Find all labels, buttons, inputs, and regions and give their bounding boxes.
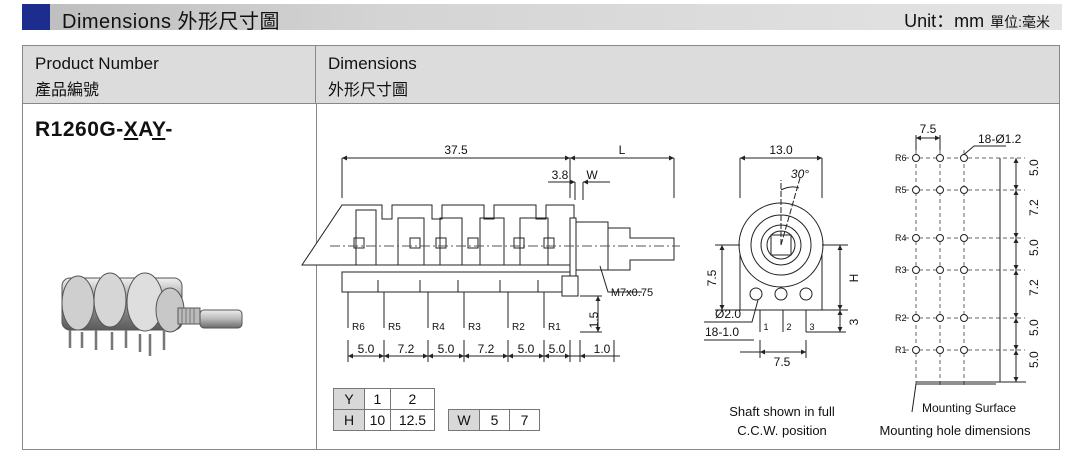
table-row: Y 1 2 — [333, 388, 436, 410]
col-header-product-en: Product Number — [35, 54, 159, 73]
pn-x: X — [123, 118, 139, 141]
dim-7-5-top: 7.5 — [920, 122, 937, 136]
pn-a: A — [138, 118, 152, 141]
spec-table: Product Number 產品編號 Dimensions 外形尺寸圖 R12… — [22, 45, 1060, 450]
dim-angle: 30° — [791, 167, 809, 181]
fpin-3: 3 — [809, 322, 814, 332]
caption-line-1: Shaft shown in full — [729, 404, 835, 419]
front-view-drawing — [704, 155, 848, 358]
dim-7-5-vertical: 7.5 — [705, 269, 719, 286]
pin-R4: R4 — [432, 322, 445, 333]
table-row: W 5 7 — [448, 409, 540, 431]
side-view-drawing — [301, 155, 680, 362]
col-header-product: Product Number 產品編號 — [23, 46, 316, 104]
mounting-surface-label: Mounting Surface — [922, 401, 1016, 415]
bdim-2: 7.2 — [398, 342, 415, 356]
bdim-1: 5.0 — [358, 342, 375, 356]
header-accent — [22, 4, 50, 30]
bdim-6: 5.0 — [549, 342, 566, 356]
y-val-1: 1 — [364, 388, 391, 410]
hdim-5: 5.0 — [1027, 319, 1041, 336]
pn-prefix: R1260G- — [35, 118, 124, 141]
h-val-1: 10 — [364, 409, 391, 431]
bdim-3: 5.0 — [438, 342, 455, 356]
dim-hole: Ø2.0 — [715, 307, 741, 321]
row-R2: R2 — [895, 313, 907, 323]
bdim-4: 7.2 — [478, 342, 495, 356]
section-title: Dimensions 外形尺寸圖 — [62, 11, 281, 33]
section-header: Dimensions 外形尺寸圖 Unit：mm 單位:毫米 — [22, 4, 1062, 33]
side-view-labels: 37.5 L 3.8 W M7x0.75 1.5 — [444, 143, 653, 328]
pin-R5: R5 — [388, 322, 401, 333]
y-label: Y — [333, 388, 365, 410]
h-label: H — [333, 409, 365, 431]
pn-y: Y — [151, 118, 166, 141]
thread-label: M7x0.75 — [611, 287, 653, 299]
dim-total: 37.5 — [444, 143, 468, 157]
pin-R6: R6 — [352, 322, 365, 333]
column-divider — [316, 104, 317, 449]
product-photo — [61, 272, 243, 356]
front-view-caption: Shaft shown in full C.C.W. position — [712, 402, 852, 440]
dim-H: H — [847, 274, 861, 283]
fpin-1: 1 — [763, 322, 768, 332]
hdim-4: 7.2 — [1027, 279, 1041, 296]
caption-line-2: C.C.W. position — [737, 423, 827, 438]
col-header-dimensions: Dimensions 外形尺寸圖 — [316, 46, 1059, 104]
unit-cn: 單位:毫米 — [990, 14, 1050, 30]
pin-R2: R2 — [512, 322, 525, 333]
table-row: H 10 12.5 — [333, 409, 436, 431]
dim-3-8: 3.8 — [552, 168, 569, 182]
unit-en: Unit：mm — [904, 11, 985, 31]
dim-1-5: 1.5 — [587, 311, 601, 328]
y-h-table: Y 1 2 H 10 12.5 — [333, 388, 436, 431]
row-R5: R5 — [895, 185, 907, 195]
bdim-5: 5.0 — [518, 342, 535, 356]
hdim-1: 5.0 — [1027, 159, 1041, 176]
dim-18-1: 18-1.0 — [705, 325, 739, 339]
w-val-1: 5 — [479, 409, 510, 431]
pn-suffix: - — [165, 118, 173, 141]
unit-label: Unit：mm 單位:毫米 — [904, 7, 1050, 33]
front-view-labels: 13.0 30° 7.5 H 3 Ø2.0 18-1.0 7.5 1 2 3 — [705, 143, 861, 369]
hole-spec: 18-Ø1.2 — [978, 132, 1022, 146]
row-R6: R6 — [895, 153, 907, 163]
col-header-dimensions-cn: 外形尺寸圖 — [328, 82, 409, 99]
w-table: W 5 7 — [448, 409, 540, 431]
dim-width: 13.0 — [769, 143, 793, 157]
dim-W: W — [586, 168, 598, 182]
hole-view-labels: 7.5 18-Ø1.2 R6 R5 R4 R3 R2 R1 5.0 7.2 5.… — [895, 122, 1041, 415]
mounting-hole-caption: Mounting hole dimensions — [879, 423, 1031, 438]
dim-7-5-horizontal: 7.5 — [774, 355, 791, 369]
y-val-2: 2 — [389, 388, 436, 410]
h-val-2: 12.5 — [389, 409, 436, 431]
product-number: R1260G-XAY- — [35, 118, 173, 142]
row-R4: R4 — [895, 233, 907, 243]
hdim-2: 7.2 — [1027, 199, 1041, 216]
pin-R1: R1 — [548, 322, 561, 333]
w-label: W — [448, 409, 480, 431]
row-R3: R3 — [895, 265, 907, 275]
hdim-3: 5.0 — [1027, 239, 1041, 256]
hole-circles — [912, 154, 968, 354]
col-header-product-cn: 產品編號 — [35, 82, 100, 99]
pin-R3: R3 — [468, 322, 481, 333]
fpin-2: 2 — [786, 322, 791, 332]
col-header-dimensions-en: Dimensions — [328, 54, 417, 73]
hdim-6: 5.0 — [1027, 351, 1041, 368]
dim-3: 3 — [847, 318, 861, 325]
w-val-2: 7 — [509, 409, 540, 431]
pin-labels: R6 R5 R4 R3 R2 R1 — [352, 322, 561, 333]
dim-L: L — [619, 143, 626, 157]
bottom-dims: 5.0 7.2 5.0 7.2 5.0 5.0 1.0 — [358, 342, 611, 356]
row-R1: R1 — [895, 345, 907, 355]
bdim-7: 1.0 — [594, 342, 611, 356]
